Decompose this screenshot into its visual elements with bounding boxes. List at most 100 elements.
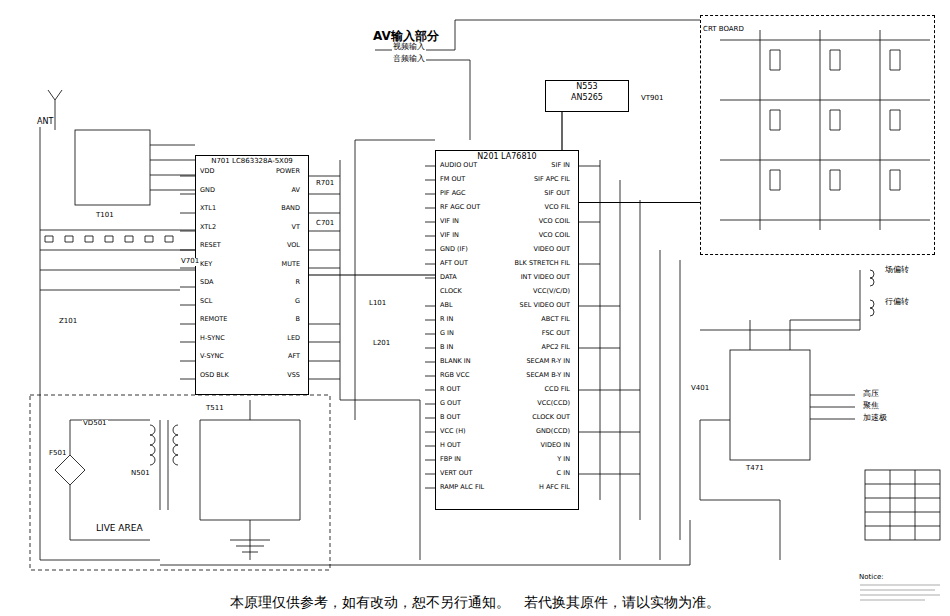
- pin-name: Y IN: [556, 456, 571, 463]
- pin-name: SECAM B-Y IN: [525, 372, 571, 379]
- node-text: N201 LA76810: [436, 151, 578, 162]
- pin-name: GND(CCD): [535, 428, 571, 435]
- pin-name: BAND: [280, 205, 301, 212]
- pin-name: LED: [286, 335, 301, 342]
- component-label: V401: [690, 385, 710, 393]
- component-label: R701: [315, 180, 335, 188]
- node-text: AN5265: [546, 92, 628, 103]
- pin-name: RGB VCC: [439, 372, 471, 379]
- pin-name: RAMP ALC FIL: [439, 484, 485, 491]
- pin-name: VCC(CCD): [536, 400, 571, 407]
- pin-name: R IN: [439, 316, 454, 323]
- pin-name: VIF IN: [439, 232, 460, 239]
- pin-name: BLK STRETCH FIL: [514, 260, 572, 267]
- pin-name: SIF APC FIL: [533, 176, 571, 183]
- component-label: Z101: [58, 318, 78, 326]
- pin-name: SIF IN: [550, 162, 571, 169]
- pin-name: VCO COIL: [538, 232, 571, 239]
- pin-name: BLANK IN: [439, 358, 472, 365]
- pin-name: VOL: [286, 242, 301, 249]
- pin-name: ABL: [439, 302, 454, 309]
- component-label: L201: [372, 340, 391, 348]
- pin-name: CCD FIL: [544, 386, 571, 393]
- section-label: 聚焦: [862, 402, 880, 411]
- section-label: Notice:: [858, 574, 885, 582]
- pin-name: VIF IN: [439, 218, 460, 225]
- component-label: VT901: [640, 95, 664, 103]
- pin-name: V-SYNC: [199, 353, 225, 360]
- pin-name: VDD: [199, 168, 215, 175]
- pin-name: XTL1: [199, 205, 217, 212]
- section-label: 场偏转: [884, 266, 910, 275]
- pin-name: SIF OUT: [543, 190, 571, 197]
- section-label: LIVE AREA: [95, 524, 144, 534]
- pin-name: GND (IF): [439, 246, 469, 253]
- pin-name: OSD BLK: [199, 372, 230, 379]
- section-label: 行偏转: [884, 298, 910, 307]
- pin-name: CLOCK: [439, 288, 463, 295]
- audio-ic: N553AN5265: [545, 80, 629, 112]
- section-label: 视频输入: [392, 43, 426, 52]
- pin-name: G OUT: [439, 400, 462, 407]
- pin-name: PIF AGC: [439, 190, 467, 197]
- pin-name: VT: [291, 224, 301, 231]
- node-text: CRT BOARD: [701, 24, 746, 34]
- pin-name: VCC (H): [439, 428, 467, 435]
- component-label: T511: [205, 405, 225, 413]
- component-label: L101: [368, 300, 387, 308]
- pin-name: REMOTE: [199, 316, 228, 323]
- component-label: C701: [315, 220, 335, 228]
- pin-name: B IN: [439, 344, 454, 351]
- pin-name: H AFC FIL: [538, 484, 571, 491]
- pin-name: RESET: [199, 242, 222, 249]
- component-label: T471: [745, 465, 765, 473]
- caption: 本原理仅供参考，如有改动，恕不另行通知。 若代换其原件，请以实物为准。: [0, 594, 950, 612]
- section-label: AV输入部分: [372, 30, 440, 43]
- pin-name: AV: [291, 187, 301, 194]
- component-label: F501: [48, 450, 67, 458]
- pin-name: R: [294, 279, 301, 286]
- signal-wire: [579, 202, 700, 203]
- pin-name: FSC OUT: [541, 330, 571, 337]
- pin-name: B OUT: [439, 414, 461, 421]
- pin-name: FM OUT: [439, 176, 466, 183]
- pin-name: KEY: [199, 261, 213, 268]
- pin-name: APC2 FIL: [541, 344, 571, 351]
- pin-name: XTL2: [199, 224, 217, 231]
- pin-name: H OUT: [439, 442, 462, 449]
- pin-name: SECAM R-Y IN: [525, 358, 571, 365]
- pin-name: MUTE: [281, 261, 301, 268]
- pin-name: ABCT FIL: [540, 316, 571, 323]
- pin-name: GND: [199, 187, 216, 194]
- section-label: 加速极: [862, 414, 888, 423]
- component-label: T101: [95, 212, 115, 220]
- pin-name: G: [294, 298, 301, 305]
- signal-wire: [309, 275, 435, 276]
- component-label: V701: [180, 258, 200, 266]
- node-text: N701 LC863328A-5X09: [196, 156, 308, 166]
- component-label: VD501: [82, 420, 108, 428]
- pin-name: VIDEO IN: [540, 442, 571, 449]
- pin-name: POWER: [275, 168, 301, 175]
- pin-name: VIDEO OUT: [532, 246, 571, 253]
- pin-name: AFT: [287, 353, 301, 360]
- pin-name: C IN: [556, 470, 571, 477]
- pin-name: VCO FIL: [544, 204, 571, 211]
- pin-name: R OUT: [439, 386, 461, 393]
- pin-name: FBP IN: [439, 456, 462, 463]
- pin-name: VCO COIL: [538, 218, 571, 225]
- section-label: 高压: [862, 390, 880, 399]
- pin-name: G IN: [439, 330, 455, 337]
- pin-name: SDA: [199, 279, 214, 286]
- pin-name: RF AGC OUT: [439, 204, 481, 211]
- pin-name: INT VIDEO OUT: [520, 274, 571, 281]
- crt-board: CRT BOARD: [700, 15, 935, 255]
- pin-name: AFT OUT: [439, 260, 469, 267]
- section-label: ANT: [36, 118, 54, 127]
- node-text: N553: [546, 81, 628, 92]
- pin-name: H-SYNC: [199, 335, 226, 342]
- pin-name: VSS: [286, 372, 301, 379]
- pin-name: SEL VIDEO OUT: [519, 302, 571, 309]
- pin-name: B: [295, 316, 301, 323]
